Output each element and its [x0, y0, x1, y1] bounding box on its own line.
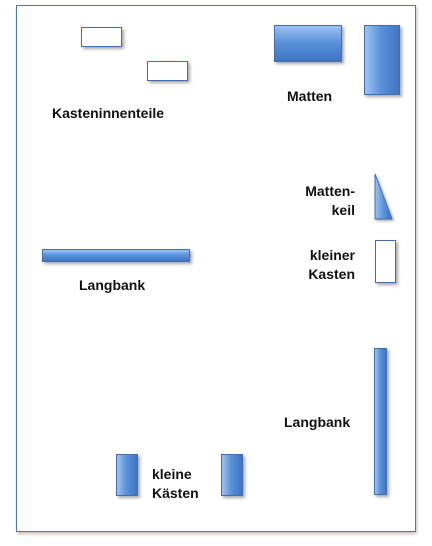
- label-kasteninnenteile: Kasteninnenteile: [52, 105, 165, 121]
- label-matten: Matten: [287, 88, 333, 104]
- mattenkeil-wedge: [374, 173, 393, 220]
- label-kleine-kaesten-line2: Kästen: [152, 485, 199, 501]
- kleiner-kasten-blue-2: [221, 454, 243, 496]
- label-langbank-vertical: Langbank: [284, 414, 351, 430]
- kleiner-kasten-blue-1: [116, 454, 138, 496]
- label-kleiner-kasten-line1: kleiner: [309, 247, 355, 263]
- label-kleine-kaesten: kleine Kästen: [152, 465, 199, 503]
- matte-vertical: [364, 25, 400, 95]
- kasteninnenteil-box-1: [81, 27, 122, 47]
- label-kleine-kaesten-line1: kleine: [152, 466, 192, 482]
- label-mattenkeil-line1: Matten-: [305, 183, 355, 199]
- langbank-horizontal: [42, 249, 190, 262]
- gym-floor-plan-frame: [16, 5, 416, 532]
- kleiner-kasten-box: [375, 240, 396, 283]
- label-kleiner-kasten-line2: Kasten: [308, 266, 355, 282]
- matte-horizontal: [274, 25, 342, 62]
- label-mattenkeil: Matten- keil: [280, 182, 355, 220]
- langbank-vertical: [374, 348, 387, 495]
- kasteninnenteil-box-2: [147, 61, 188, 81]
- label-kleiner-kasten: kleiner Kasten: [280, 246, 355, 284]
- label-mattenkeil-line2: keil: [331, 202, 355, 218]
- label-langbank-horizontal: Langbank: [79, 277, 146, 293]
